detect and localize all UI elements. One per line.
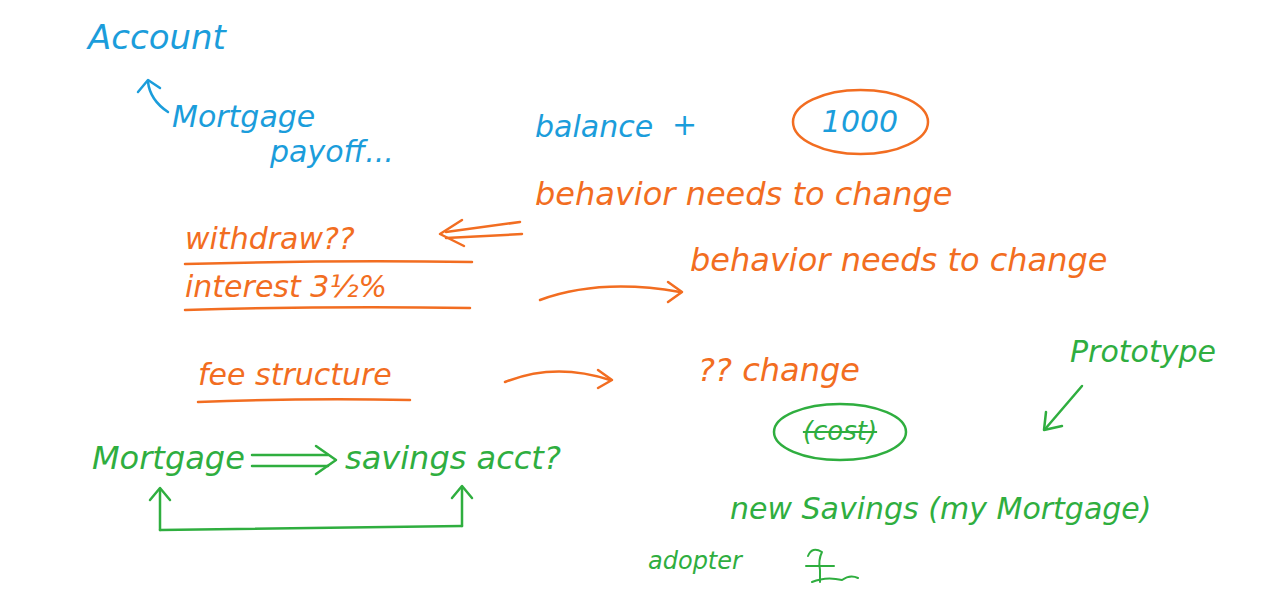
pointer-arrow [138, 80, 168, 112]
label-note: Mortgage payoff... [172, 100, 432, 169]
orange-arrow [440, 220, 682, 388]
label-text: Account [88, 18, 226, 57]
label-text: behavior needs to change [535, 176, 953, 213]
label-note: Mortgage [92, 440, 245, 477]
node-text: (cost) [803, 417, 877, 447]
label-note: adopter [648, 548, 742, 576]
label-text: ?? change [698, 352, 860, 389]
label-text: Mortgage [92, 440, 245, 477]
label-note: behavior needs to change [690, 242, 1108, 279]
label-text: fee structure [198, 358, 392, 393]
circled-note: 1000 [791, 88, 930, 156]
circled-note: (cost) [772, 402, 908, 462]
label-text: new Savings (my Mortgage) [730, 492, 1151, 527]
label-note: Prototype [1070, 335, 1216, 370]
label-text: savings acct? [345, 440, 561, 477]
label-text: interest 3½% [185, 270, 387, 305]
label-text: + [672, 108, 697, 143]
label-note: fee structure [198, 358, 392, 393]
label-text: Mortgage payoff... [172, 100, 432, 169]
node-text: 1000 [822, 105, 898, 140]
label-heading: Account [88, 18, 226, 57]
label-note: new Savings (my Mortgage) [730, 492, 1151, 527]
label-symbol: + [672, 108, 697, 143]
label-note: balance [535, 110, 653, 145]
label-text: withdraw?? [185, 222, 355, 257]
label-note: interest 3½% [185, 270, 387, 305]
label-note: savings acct? [345, 440, 561, 477]
label-text: Prototype [1070, 335, 1216, 370]
adopter-icon [806, 550, 858, 582]
label-note: behavior needs to change [535, 176, 953, 213]
label-note: ?? change [698, 352, 860, 389]
underline [185, 261, 472, 402]
label-text: behavior needs to change [690, 242, 1108, 279]
label-text: balance [535, 110, 653, 145]
label-text: adopter [648, 548, 742, 576]
label-question: withdraw?? [185, 222, 355, 257]
